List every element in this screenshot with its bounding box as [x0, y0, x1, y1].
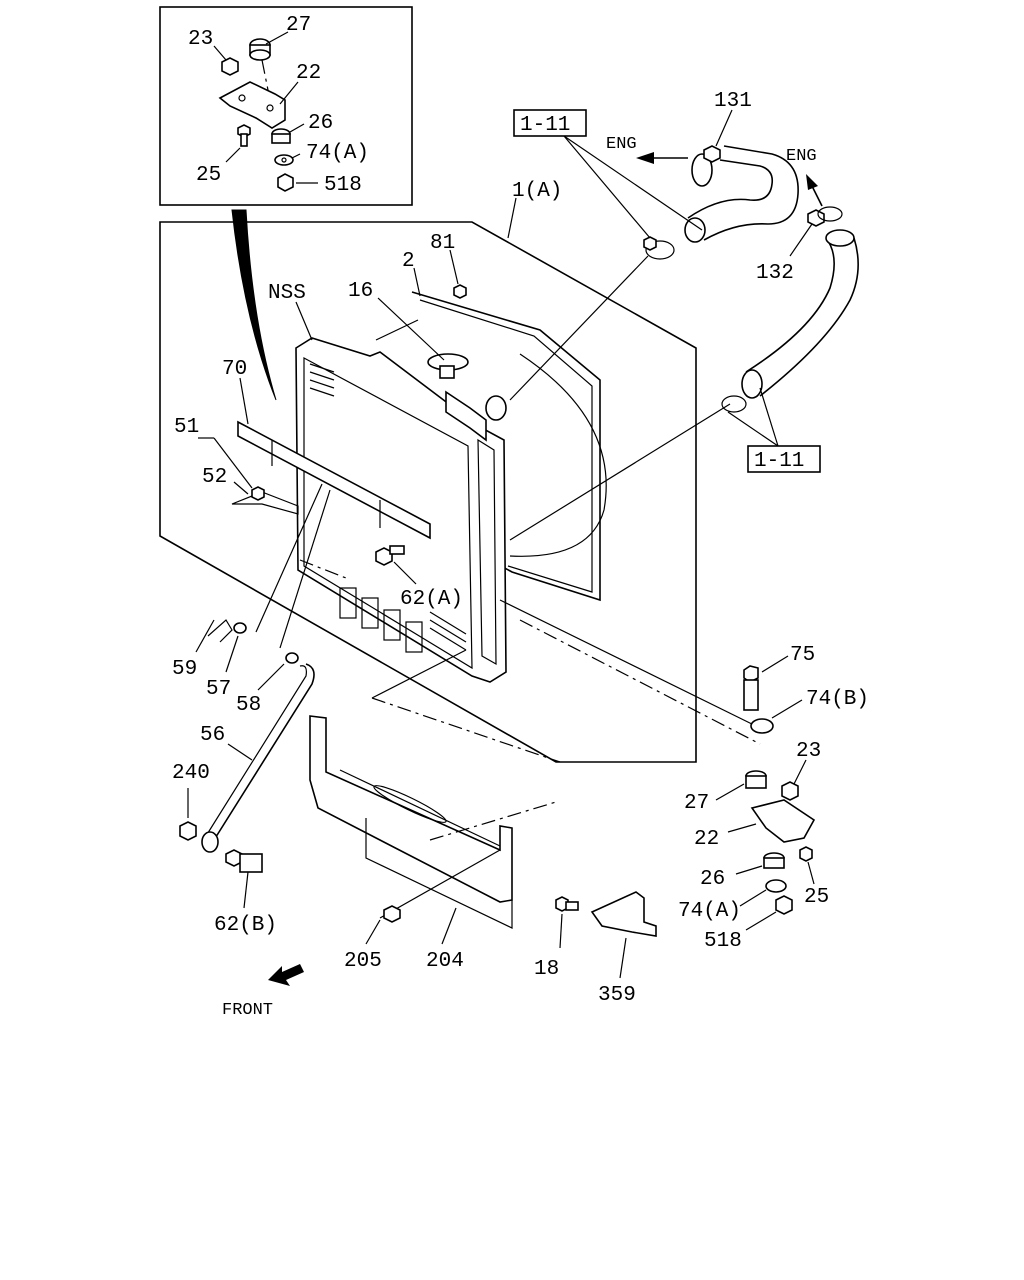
bracket-22-icon: [218, 81, 286, 129]
radiator-hoses: 1-11 1-11 ENG ENG 131 132: [509, 90, 859, 541]
callout-359: 359: [598, 984, 636, 1007]
upper-outlet-pipe: [485, 395, 507, 421]
callout-57: 57: [206, 678, 231, 701]
callout-27: 27: [286, 14, 311, 37]
callout-62a: 62(A): [400, 588, 463, 611]
washer-74a-right-icon: [765, 879, 787, 893]
callout-26: 26: [308, 112, 333, 135]
front-label: FRONT: [222, 1001, 273, 1020]
support-bar-70: [237, 420, 431, 540]
eng-label-left: ENG: [606, 135, 637, 154]
callout-70: 70: [222, 358, 247, 381]
callout-75: 75: [790, 644, 815, 667]
callout-58: 58: [236, 694, 261, 717]
callout-1a: 1(A): [512, 180, 562, 203]
hose-clamp-upper-icon: [645, 240, 675, 260]
nut-518-right-icon: [775, 895, 793, 915]
lower-hose: [745, 237, 859, 397]
inset-frame: [159, 6, 413, 206]
drain-tube-56-icon: [213, 663, 315, 841]
washer-74a-icon: [274, 154, 294, 166]
callout-16: 16: [348, 280, 373, 303]
callout-74a: 74(A): [306, 142, 369, 165]
bolt-25-icon: [240, 133, 248, 147]
bolt-62a-icon: [375, 547, 393, 566]
bolt-81-icon: [453, 284, 467, 299]
eng-arrow-left-icon: [636, 152, 654, 164]
lower-panel-204: [309, 715, 557, 929]
callout-2: 2: [402, 250, 415, 273]
nut-240-icon: [179, 821, 197, 841]
radiator-assembly-group: [159, 221, 697, 763]
nut-518-icon: [277, 173, 294, 192]
right-mount-detail: 75 74(B) 23 27 22 26 25 74(A) 518: [499, 599, 869, 953]
front-direction: FRONT: [222, 964, 304, 1020]
callout-62b: 62(B): [214, 914, 277, 937]
radiator-fins-top: [309, 363, 335, 397]
callout-518: 518: [324, 174, 362, 197]
callout-518-right: 518: [704, 930, 742, 953]
callout-23: 23: [188, 28, 213, 51]
callout-131: 131: [714, 90, 752, 113]
callout-81: 81: [430, 232, 455, 255]
callout-25: 25: [196, 164, 221, 187]
callout-132: 132: [756, 262, 794, 285]
fan-shroud-2: [411, 291, 601, 602]
callout-27-right: 27: [684, 792, 709, 815]
callout-240: 240: [172, 762, 210, 785]
main-callout-leaders: [187, 197, 517, 945]
cushion-27-right-icon: [745, 775, 767, 789]
washer-74b-icon: [750, 718, 774, 734]
bolt-75-icon: [743, 665, 759, 683]
eng-label-right: ENG: [786, 147, 817, 166]
upper-hose: [687, 145, 799, 241]
callout-22: 22: [296, 62, 321, 85]
callout-22-right: 22: [694, 828, 719, 851]
callout-205: 205: [344, 950, 382, 973]
nut-23-icon: [221, 57, 239, 76]
bracket-359-group: [555, 891, 657, 979]
callout-74b: 74(B): [806, 688, 869, 711]
bolt-52-icon: [251, 486, 265, 501]
hose-clamp-132-icon: [807, 209, 825, 227]
callout-204: 204: [426, 950, 464, 973]
callout-25-right: 25: [804, 886, 829, 909]
nut-23-right-icon: [781, 781, 799, 801]
bracket-359-icon: [590, 891, 657, 937]
inset-mount-detail: 23 27 22 26 74(A) 25 518: [159, 6, 413, 206]
ref-box-label-top: 1-11: [520, 114, 570, 137]
cushion-26-right-icon: [763, 857, 785, 869]
callout-59: 59: [172, 658, 197, 681]
bracket-22-right-icon: [750, 799, 816, 843]
ref-box-1-11-top: [513, 109, 587, 137]
washer-57-icon: [233, 622, 247, 634]
drain-plug-59-icon: [207, 619, 233, 643]
assembly-outline: [159, 221, 697, 763]
callout-26-right: 26: [700, 868, 725, 891]
bolt-205-icon: [383, 905, 401, 923]
callout-74a-right: 74(A): [678, 900, 741, 923]
hose-clamp-131-icon: [691, 153, 713, 187]
ref-box-label-right: 1-11: [754, 450, 804, 473]
drain-tube-assembly: [179, 619, 315, 873]
washer-58-icon: [285, 652, 299, 664]
inset-pointer-arrow: [231, 209, 277, 401]
ref-box-1-11-right: [747, 445, 821, 473]
callout-51: 51: [174, 416, 199, 439]
cushion-26-icon: [271, 133, 291, 144]
callout-nss: NSS: [268, 282, 306, 305]
radiator-fins-bottom: [339, 587, 467, 653]
callout-52: 52: [202, 466, 227, 489]
callout-56: 56: [200, 724, 225, 747]
callout-18: 18: [534, 958, 559, 981]
hose-clamp-lower-icon: [721, 395, 747, 413]
eng-arrow-right-icon: [806, 174, 818, 190]
main-callouts: 1(A) 81 2 16 NSS 70 51 52 62(A) 59 57 58…: [172, 180, 636, 1007]
callout-23-right: 23: [796, 740, 821, 763]
front-arrow-icon: [268, 964, 304, 986]
bolt-25-right-icon: [799, 846, 813, 862]
